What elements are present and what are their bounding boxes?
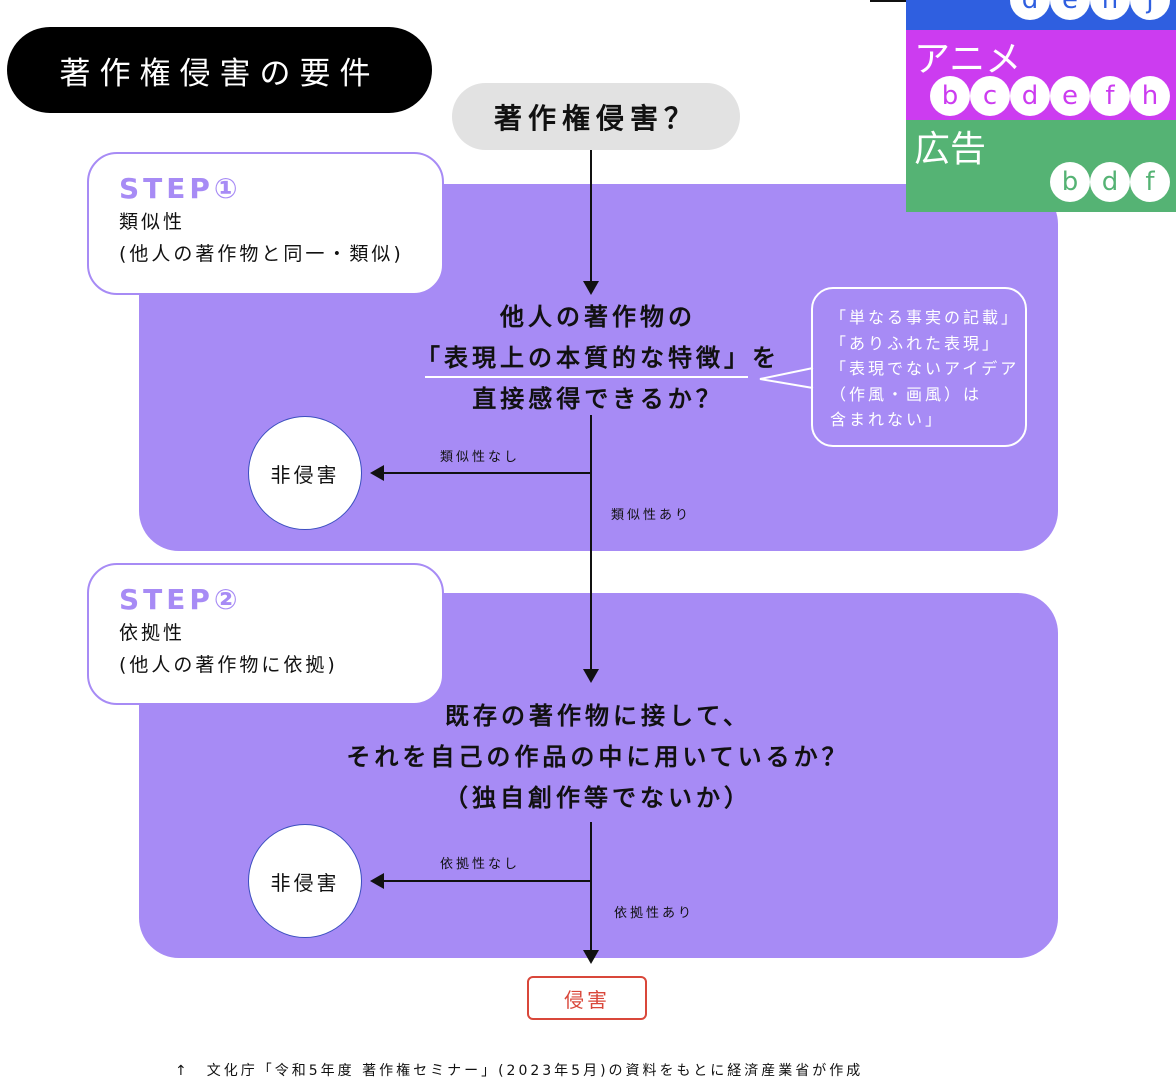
flow-line xyxy=(590,822,592,950)
branch-label-yes: 類似性あり xyxy=(611,508,692,523)
legend-chip: b xyxy=(930,76,970,116)
legend-band-ads: 広告 b d f xyxy=(906,120,1176,212)
flow-line xyxy=(590,415,592,671)
question-line: （独自創作等でないか） xyxy=(444,784,752,812)
flow-line xyxy=(590,150,592,283)
legend-chip: f xyxy=(1130,162,1170,202)
legend-chip: e xyxy=(1050,76,1090,116)
arrow-down-icon xyxy=(583,669,599,683)
question-line: 既存の著作物に接して、 xyxy=(444,702,752,730)
non-infringement-result: 非侵害 xyxy=(248,824,362,938)
arrow-down-icon xyxy=(583,281,599,295)
legend-chip: c xyxy=(970,76,1010,116)
branch-label-yes: 依拠性あり xyxy=(614,906,695,921)
start-question: 著作権侵害？ xyxy=(452,83,740,150)
branch-line xyxy=(382,472,591,474)
legend-chip: j xyxy=(1130,0,1170,20)
branch-label-no: 類似性なし xyxy=(440,450,521,465)
note-line: 「ありふれた表現」 xyxy=(830,333,1002,353)
arrow-left-icon xyxy=(370,873,384,889)
step2-label: STEP② xyxy=(119,583,242,616)
non-infringement-result: 非侵害 xyxy=(248,416,362,530)
note-bubble: 「単なる事実の記載」 「ありふれた表現」 「表現でないアイデア （作風・画風）は… xyxy=(811,287,1027,447)
legend-chip: d xyxy=(1010,0,1050,20)
step1-card: STEP① 類似性 (他人の著作物と同一・類似) xyxy=(87,152,444,295)
legend-chip: f xyxy=(1090,76,1130,116)
flow-line xyxy=(590,593,592,671)
question-line: 「表現上の本質的な特徴」を xyxy=(416,344,780,372)
step2-card: STEP② 依拠性 (他人の著作物に依拠) xyxy=(87,563,444,705)
question-line: 他人の著作物の xyxy=(500,303,696,331)
note-line: 含まれない」 xyxy=(830,410,945,429)
step1-desc: (他人の著作物と同一・類似) xyxy=(119,243,404,265)
bubble-tail xyxy=(759,367,814,389)
question-line: それを自己の作品の中に用いているか？ xyxy=(346,743,850,771)
branch-line xyxy=(382,880,591,882)
page-title: 著作権侵害の要件 xyxy=(7,27,432,113)
legend-chip: d xyxy=(1090,162,1130,202)
branch-label-no: 依拠性なし xyxy=(440,857,521,872)
legend-band-anime: アニメ b c d e f h xyxy=(906,30,1176,120)
legend-band-1: d e h j xyxy=(906,0,1176,30)
step2-desc: (他人の著作物に依拠) xyxy=(119,654,338,676)
step2-name: 依拠性 xyxy=(119,622,186,644)
legend-chip: e xyxy=(1050,0,1090,20)
note-line: 「単なる事実の記載」 xyxy=(830,308,1021,327)
step1-name: 類似性 xyxy=(119,211,186,233)
legend-chip: d xyxy=(1010,76,1050,116)
divider xyxy=(870,0,906,2)
step1-label: STEP① xyxy=(119,172,242,205)
footnote: ↑ 文化庁「令和5年度 著作権セミナー」(2023年5月)の資料をもとに経済産業… xyxy=(175,1063,864,1079)
legend-label: アニメ xyxy=(914,39,1022,80)
infringement-result: 侵害 xyxy=(527,976,647,1020)
note-line: （作風・画風）は xyxy=(830,384,983,404)
step1-question: 他人の著作物の 「表現上の本質的な特徴」を 直接感得できるか？ xyxy=(398,297,798,420)
arrow-left-icon xyxy=(370,465,384,481)
question-line: 直接感得できるか？ xyxy=(472,385,724,413)
step2-question: 既存の著作物に接して、 それを自己の作品の中に用いているか？ （独自創作等でない… xyxy=(300,696,896,819)
legend-label: 広告 xyxy=(914,129,987,170)
note-line: 「表現でないアイデア xyxy=(830,359,1020,378)
legend-chip: h xyxy=(1130,76,1170,116)
legend-chip: b xyxy=(1050,162,1090,202)
legend-chip: h xyxy=(1090,0,1130,20)
arrow-down-icon xyxy=(583,950,599,964)
underline xyxy=(425,376,748,378)
